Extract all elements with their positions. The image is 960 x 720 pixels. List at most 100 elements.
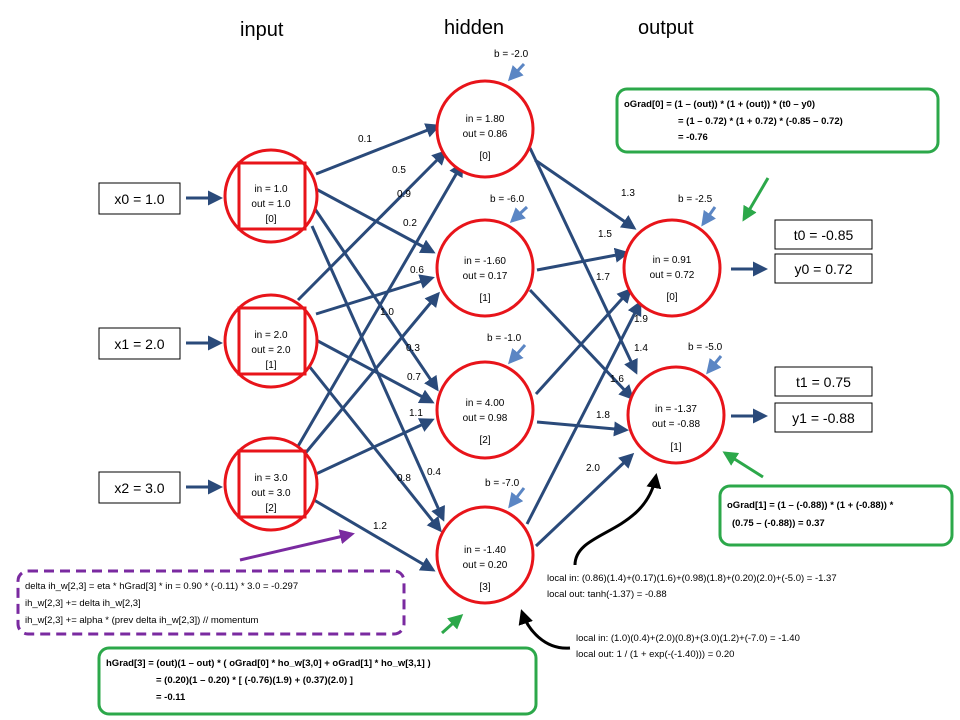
svg-text:[0]: [0] [666,292,677,303]
svg-text:out = 0.17: out = 0.17 [463,271,508,282]
svg-text:(0.75 – (-0.88)) = 0.37: (0.75 – (-0.88)) = 0.37 [732,518,825,529]
svg-text:out = 0.86: out = 0.86 [463,129,508,140]
svg-text:in = 1.80: in = 1.80 [466,114,505,125]
svg-text:= -0.11: = -0.11 [156,692,186,703]
input-neuron-1: in = 2.0 out = 2.0 [1] [223,293,319,389]
input-value-boxes: x0 = 1.0 x1 = 2.0 x2 = 3.0 [98,182,181,504]
edge-h3-o1 [534,452,635,548]
svg-text:delta ih_w[2,3] = eta * hGrad[: delta ih_w[2,3] = eta * hGrad[3] * in = … [25,581,298,592]
hidden-output-connections [525,147,642,548]
edge-i1-h0 [296,149,448,302]
svg-text:local in: (0.86)(1.4)+(0.17)(1: local in: (0.86)(1.4)+(0.17)(1.6)+(0.98)… [547,573,837,584]
svg-text:out = 1.0: out = 1.0 [251,199,291,210]
svg-text:0.9: 0.9 [397,189,411,200]
svg-text:in = 2.0: in = 2.0 [254,330,288,341]
input-box-x1: x1 = 2.0 [114,336,164,352]
svg-text:1.0: 1.0 [380,307,394,318]
bias-h1: b = -6.0 [490,194,525,205]
svg-text:out = 3.0: out = 3.0 [251,488,291,499]
svg-text:= (1 – 0.72) * (1 + 0.72) * (-: = (1 – 0.72) * (1 + 0.72) * (-0.85 – 0.7… [678,116,843,127]
edge-i2-h2 [315,418,435,476]
output-result-boxes: t0 = -0.85 y0 = 0.72 t1 = 0.75 y1 = -0.8… [774,219,873,433]
edge-h2-o1 [536,420,629,437]
svg-text:in = 0.91: in = 0.91 [653,255,692,266]
svg-text:in = 3.0: in = 3.0 [254,473,288,484]
svg-text:[0]: [0] [479,151,490,162]
edge-i0-h0 [315,123,441,176]
svg-text:0.5: 0.5 [392,165,406,176]
svg-text:in = -1.40: in = -1.40 [464,545,506,556]
svg-text:local out: tanh(-1.37) = -0.88: local out: tanh(-1.37) = -0.88 [547,589,667,600]
edge-i2-h0 [295,161,464,449]
svg-text:[2]: [2] [265,503,276,514]
output-y1: y1 = -0.88 [792,410,855,426]
ih-weight-labels: 0.1 0.5 0.9 0.2 0.6 1.0 0.3 0.7 1.1 0.4 … [358,134,441,532]
svg-text:= (0.20)(1 – 0.20) * [ (-0.76): = (0.20)(1 – 0.20) * [ (-0.76)(1.9) + (0… [156,675,353,686]
svg-text:[0]: [0] [265,214,276,225]
svg-text:0.8: 0.8 [397,473,411,484]
svg-text:oGrad[0] = (1 – (out)) * (1 +: oGrad[0] = (1 – (out)) * (1 + (out)) * (… [624,99,815,110]
svg-text:1.9: 1.9 [634,314,648,325]
svg-text:local out: 1 / (1 + exp(-(-1.4: local out: 1 / (1 + exp(-(-1.40))) = 0.2… [576,649,734,660]
output-y0: y0 = 0.72 [795,261,853,277]
header-input: input [240,19,284,41]
svg-text:= -0.76: = -0.76 [678,132,708,143]
edge-h1-o0 [536,247,630,272]
svg-text:1.8: 1.8 [596,410,610,421]
ho-weight-labels: 1.3 1.4 1.5 1.6 1.7 1.8 1.9 2.0 [586,188,648,474]
ograd1-pointer [722,451,764,479]
edge-i1-h1 [315,274,435,316]
svg-text:out = 0.20: out = 0.20 [463,560,508,571]
edge-i0-h1 [315,187,436,254]
svg-text:0.6: 0.6 [410,265,424,276]
header-hidden: hidden [444,17,504,39]
local-output-annotation: local in: (0.86)(1.4)+(0.17)(1.6)+(0.98)… [547,573,837,600]
svg-text:out = 0.72: out = 0.72 [650,270,695,281]
delta-update-callout: delta ih_w[2,3] = eta * hGrad[3] * in = … [16,569,406,636]
ograd1-callout: oGrad[1] = (1 – (-0.88)) * (1 + (-0.88))… [718,484,954,547]
edge-h3-o0 [525,300,642,525]
hidden-neuron-0: in = 1.80 out = 0.86 [0] [435,79,535,179]
input-box-x2: x2 = 3.0 [114,480,164,496]
svg-text:in = 4.00: in = 4.00 [466,398,505,409]
bias-h2: b = -1.0 [487,333,522,344]
bias-arrows [507,62,723,509]
edge-i0-h2 [311,205,439,392]
svg-text:ih_w[2,3] += alpha * (prev del: ih_w[2,3] += alpha * (prev delta ih_w[2,… [25,615,258,626]
svg-text:[3]: [3] [479,582,490,593]
svg-text:in = -1.60: in = -1.60 [464,256,506,267]
svg-text:2.0: 2.0 [586,463,600,474]
ograd0-callout: oGrad[0] = (1 – (out)) * (1 + (out)) * (… [615,87,940,154]
bias-o1: b = -5.0 [688,342,723,353]
svg-text:oGrad[1] = (1 – (-0.88)) * (1: oGrad[1] = (1 – (-0.88)) * (1 + (-0.88))… [727,500,894,511]
input-box-x0: x0 = 1.0 [114,191,164,207]
bias-h3: b = -7.0 [485,478,520,489]
svg-text:local in: (1.0)(0.4)+(2.0)(0.8: local in: (1.0)(0.4)+(2.0)(0.8)+(3.0)(1.… [576,633,800,644]
output-result-arrows [731,261,768,424]
target-t0: t0 = -0.85 [794,227,854,243]
hidden-neuron-3: in = -1.40 out = 0.20 [3] [435,505,535,605]
edge-h2-o0 [534,287,633,396]
svg-text:1.1: 1.1 [409,408,423,419]
svg-text:out = 2.0: out = 2.0 [251,345,291,356]
ograd0-pointer [742,177,770,222]
edge-i2-h1 [301,291,440,457]
svg-text:out = -0.88: out = -0.88 [652,419,701,430]
header-output: output [638,17,694,39]
svg-text:out = 0.98: out = 0.98 [463,413,508,424]
hidden-neuron-1: in = -1.60 out = 0.17 [1] [435,218,535,318]
hidden-neuron-2: in = 4.00 out = 0.98 [2] [435,360,535,460]
svg-text:1.5: 1.5 [598,229,612,240]
bias-h0: b = -2.0 [494,49,529,60]
target-t1: t1 = 0.75 [796,374,851,390]
svg-text:1.3: 1.3 [621,188,635,199]
svg-text:[1]: [1] [670,442,681,453]
svg-text:0.1: 0.1 [358,134,372,145]
delta-pointer [239,529,355,562]
svg-text:[1]: [1] [479,293,490,304]
svg-text:0.7: 0.7 [407,372,421,383]
edge-i2-h3 [313,498,436,572]
input-neuron-2: in = 3.0 out = 3.0 [2] [223,436,319,532]
svg-text:0.4: 0.4 [427,467,441,478]
